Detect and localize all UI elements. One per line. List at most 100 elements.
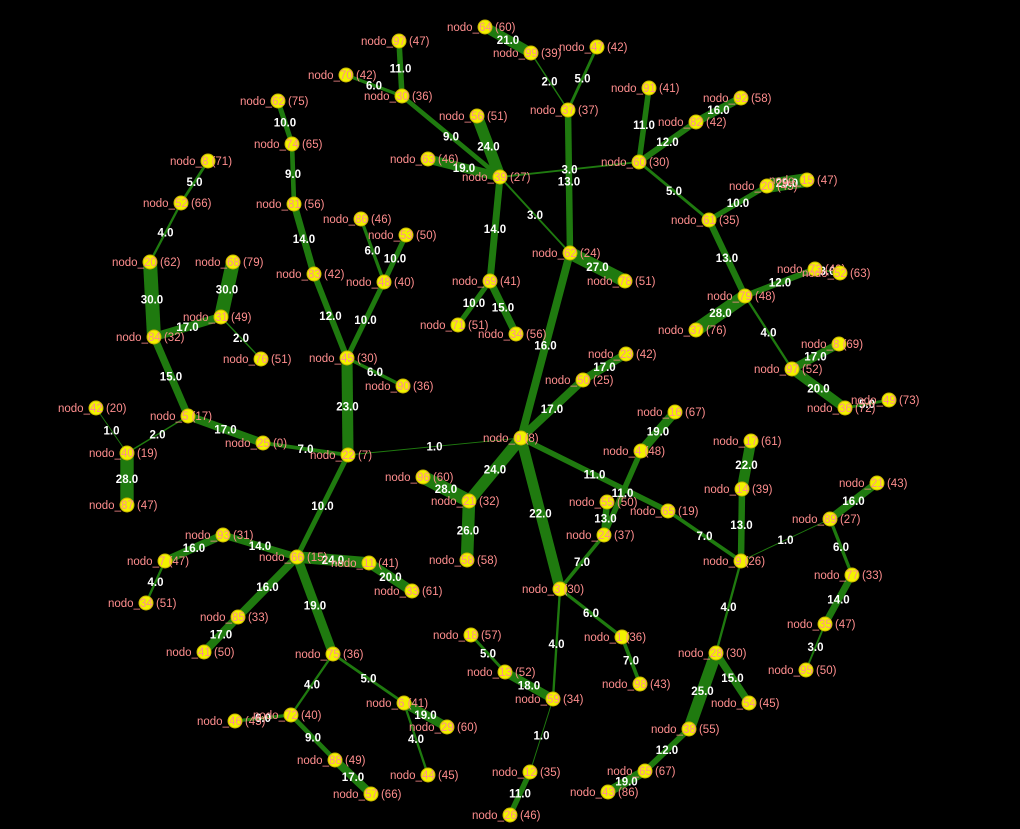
node-marker[interactable] [881,392,897,408]
node-marker[interactable] [450,317,466,333]
node-marker[interactable] [255,435,271,451]
node-marker[interactable] [660,503,676,519]
graph-node[interactable]: nodo_89 (27) [792,511,861,527]
node-marker[interactable] [325,646,341,662]
node-marker[interactable] [737,288,753,304]
graph-node[interactable]: nodo_37 (37) [530,102,599,118]
node-marker[interactable] [681,721,697,737]
node-marker[interactable] [338,67,354,83]
node-marker[interactable] [575,372,591,388]
graph-node[interactable]: nodo_99 (39) [493,45,562,61]
graph-node[interactable]: nodo_49 (73) [851,392,920,408]
graph-node[interactable]: nodo_21 (43) [839,475,908,491]
graph-node[interactable]: nodo_11 (41) [331,555,399,571]
node-marker[interactable] [733,90,749,106]
node-marker[interactable] [88,400,104,416]
graph-node[interactable]: nodo_88 (49) [297,752,366,768]
graph-node[interactable]: nodo_43 (86) [570,784,639,800]
node-marker[interactable] [807,261,823,277]
node-marker[interactable] [339,350,355,366]
graph-node[interactable]: nodo_65 (19) [630,503,699,519]
graph-node[interactable]: nodo_45 (30) [309,350,378,366]
graph-node[interactable]: nodo_62 (75) [240,93,309,109]
graph-node[interactable]: nodo_92 (58) [703,90,772,106]
node-marker[interactable] [157,553,173,569]
graph-node[interactable]: nodo_46 (45) [197,713,266,729]
graph-node[interactable]: nodo_42 (20) [58,400,127,416]
graph-node[interactable]: nodo_64 (60) [447,19,516,35]
graph-node[interactable]: nodo_52 (63) [802,265,871,281]
graph-node[interactable]: nodo_5 (17) [150,408,212,424]
graph-node[interactable]: nodo_55 (50) [569,494,638,510]
graph-node[interactable]: nodo_12 (35) [492,764,561,780]
node-marker[interactable] [759,178,775,194]
node-marker[interactable] [869,475,885,491]
graph-node[interactable]: nodo_33 (61) [374,583,443,599]
graph-node[interactable]: nodo_52 (66) [143,195,212,211]
graph-node[interactable]: nodo_59 (34) [515,691,584,707]
graph-node[interactable]: nodo_90 (36) [365,378,434,394]
node-marker[interactable] [708,645,724,661]
graph-node[interactable]: nodo_61 (35) [671,212,740,228]
node-marker[interactable] [641,80,657,96]
node-marker[interactable] [463,627,479,643]
graph-node[interactable]: nodo_34 (51) [108,595,177,611]
graph-node[interactable]: nodo_77 (33) [814,567,883,583]
node-marker[interactable] [353,211,369,227]
node-marker[interactable] [632,676,648,692]
node-marker[interactable] [633,443,649,459]
node-marker[interactable] [119,445,135,461]
node-marker[interactable] [552,581,568,597]
node-marker[interactable] [844,567,860,583]
node-marker[interactable] [396,695,412,711]
graph-node[interactable]: nodo_1 (36) [584,629,646,645]
node-marker[interactable] [784,361,800,377]
graph-node[interactable]: nodo_35 (47) [787,616,856,632]
graph-node[interactable]: nodo_38 (55) [651,721,720,737]
node-marker[interactable] [361,555,377,571]
node-marker[interactable] [832,265,848,281]
node-marker[interactable] [562,245,578,261]
graph-node[interactable]: nodo_22 (7) [310,447,372,463]
node-marker[interactable] [327,752,343,768]
graph-node[interactable]: nodo_71 (51) [420,317,489,333]
graph-node[interactable]: nodo_76 (51) [223,351,292,367]
graph-node[interactable]: nodo_48 (40) [346,274,415,290]
graph-node[interactable]: nodo_31 (49) [183,309,252,325]
node-marker[interactable] [173,195,189,211]
node-marker[interactable] [138,595,154,611]
node-marker[interactable] [398,227,414,243]
node-marker[interactable] [831,336,847,352]
node-marker[interactable] [196,644,212,660]
graph-node[interactable]: nodo_74 (65) [254,136,323,152]
graph-node[interactable]: nodo_60 (30) [601,154,670,170]
graph-node[interactable]: nodo_40 (19) [89,445,158,461]
node-marker[interactable] [513,430,529,446]
node-marker[interactable] [599,494,615,510]
graph-node[interactable]: nodo_34 (56) [478,326,547,342]
graph-node[interactable]: nodo_72 (40) [253,707,322,723]
node-marker[interactable] [497,664,513,680]
node-marker[interactable] [508,326,524,342]
graph-node[interactable]: nodo_97 (47) [361,33,430,49]
node-marker[interactable] [522,764,538,780]
node-marker[interactable] [253,351,269,367]
node-marker[interactable] [391,33,407,49]
node-marker[interactable] [213,309,229,325]
node-marker[interactable] [799,172,815,188]
node-marker[interactable] [180,408,196,424]
graph-node[interactable]: nodo_17 (61) [713,433,782,449]
node-marker[interactable] [340,447,356,463]
node-marker[interactable] [119,497,135,513]
node-marker[interactable] [284,136,300,152]
graph-node[interactable]: nodo_13 (52) [467,664,536,680]
graph-node[interactable]: nodo_28 (30) [678,645,747,661]
node-marker[interactable] [743,433,759,449]
graph-node[interactable]: nodo_87 (47) [89,497,158,513]
node-marker[interactable] [395,378,411,394]
graph-node[interactable]: nodo_79 (48) [707,288,776,304]
node-marker[interactable] [230,609,246,625]
node-marker[interactable] [492,169,508,185]
graph-node[interactable]: nodo_25 (0) [225,435,287,451]
graph-node[interactable]: nodo_69 (41) [452,273,521,289]
